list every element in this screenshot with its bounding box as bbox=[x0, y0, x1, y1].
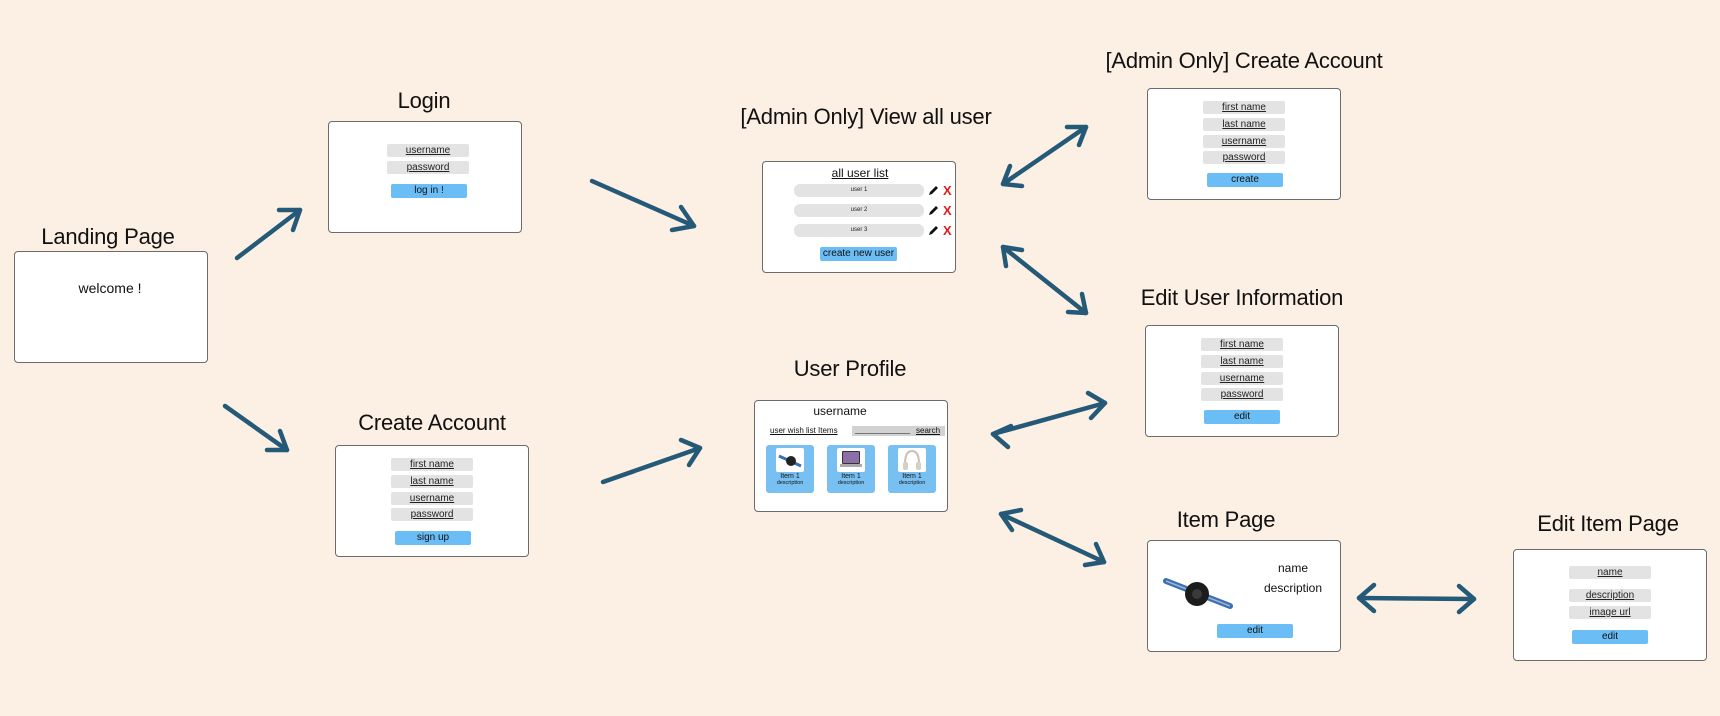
item-page-title: Item Page bbox=[1176, 507, 1276, 532]
item-name: Item 1 bbox=[780, 473, 800, 480]
last-name-field[interactable]: last name bbox=[1201, 355, 1283, 368]
first-name-field[interactable]: first name bbox=[1201, 338, 1283, 351]
arrow-landing-to-create bbox=[222, 403, 290, 453]
item-desc: description bbox=[898, 480, 926, 486]
all-user-list-title: all user list bbox=[831, 166, 889, 180]
create-account-title: Create Account bbox=[358, 410, 506, 435]
login-frame: username password log in ! bbox=[328, 121, 522, 233]
username-field[interactable]: username bbox=[1201, 372, 1283, 385]
profile-frame: username user wish list Items search Ite… bbox=[754, 400, 948, 512]
user-row-1[interactable]: user 1 bbox=[794, 184, 924, 197]
item-page-frame: name description edit bbox=[1147, 540, 1341, 652]
headphones-icon bbox=[898, 448, 926, 472]
last-name-field[interactable]: last name bbox=[1203, 118, 1285, 131]
admin-create-title: [Admin Only] Create Account bbox=[1105, 48, 1383, 73]
user-row-3[interactable]: user 3 bbox=[794, 224, 924, 237]
delete-icon[interactable]: X bbox=[943, 183, 952, 198]
pencil-icon[interactable] bbox=[928, 184, 940, 196]
sign-up-button[interactable]: sign up bbox=[395, 531, 471, 545]
search-input[interactable] bbox=[852, 426, 945, 436]
login-button[interactable]: log in ! bbox=[391, 184, 467, 198]
pencil-icon[interactable] bbox=[928, 224, 940, 236]
item-desc: description bbox=[837, 480, 865, 486]
login-title: Login bbox=[397, 88, 451, 113]
search-button[interactable]: search bbox=[916, 426, 941, 435]
name-field[interactable]: name bbox=[1569, 566, 1651, 579]
edit-button[interactable]: edit bbox=[1572, 630, 1648, 644]
create-new-user-button[interactable]: create new user bbox=[820, 247, 897, 261]
item-name: Item 1 bbox=[841, 473, 861, 480]
first-name-field[interactable]: first name bbox=[391, 458, 473, 471]
password-field[interactable]: password bbox=[1201, 388, 1283, 401]
edit-item-title: Edit Item Page bbox=[1537, 511, 1679, 536]
edit-button[interactable]: edit bbox=[1204, 410, 1280, 424]
hoverboard-icon bbox=[1163, 566, 1233, 616]
edit-button[interactable]: edit bbox=[1217, 624, 1293, 638]
view-all-frame: all user list user 1 X user 2 X user 3 X… bbox=[762, 161, 956, 273]
password-field[interactable]: password bbox=[391, 508, 473, 521]
pencil-icon[interactable] bbox=[928, 204, 940, 216]
password-field[interactable]: password bbox=[1203, 151, 1285, 164]
password-field[interactable]: password bbox=[387, 161, 469, 174]
username-field[interactable]: username bbox=[391, 492, 473, 505]
description-field[interactable]: description bbox=[1569, 589, 1651, 602]
arrow-viewall-edituser bbox=[1000, 244, 1089, 316]
wish-list-label: user wish list Items bbox=[770, 426, 838, 435]
create-account-frame: first name last name username password s… bbox=[335, 445, 529, 557]
wish-item-card[interactable]: Item 1 description bbox=[766, 445, 814, 493]
username-field[interactable]: username bbox=[1203, 135, 1285, 148]
arrow-create-to-profile bbox=[600, 437, 703, 485]
arrow-landing-to-login bbox=[234, 207, 303, 261]
arrow-profile-edituser bbox=[990, 390, 1108, 450]
item-desc: description bbox=[776, 480, 804, 486]
view-all-title: [Admin Only] View all user bbox=[740, 104, 992, 129]
edit-user-frame: first name last name username password e… bbox=[1145, 325, 1339, 437]
admin-create-frame: first name last name username password c… bbox=[1147, 88, 1341, 200]
create-button[interactable]: create bbox=[1207, 173, 1283, 187]
image-url-field[interactable]: image url bbox=[1569, 606, 1651, 619]
item-name: name bbox=[1277, 561, 1309, 575]
arrow-profile-itempage bbox=[998, 507, 1107, 568]
profile-title: User Profile bbox=[793, 356, 907, 381]
edit-user-title: Edit User Information bbox=[1140, 285, 1344, 310]
item-name: Item 1 bbox=[902, 473, 922, 480]
arrow-itempage-edititem bbox=[1356, 582, 1477, 615]
hoverboard-icon bbox=[776, 448, 804, 472]
landing-frame: welcome ! bbox=[14, 251, 208, 363]
laptop-icon bbox=[837, 448, 865, 472]
first-name-field[interactable]: first name bbox=[1203, 101, 1285, 114]
wish-item-card[interactable]: Item 1 description bbox=[888, 445, 936, 493]
last-name-field[interactable]: last name bbox=[391, 475, 473, 488]
arrow-viewall-admincreate bbox=[1000, 124, 1089, 189]
profile-username: username bbox=[813, 404, 867, 418]
wish-item-card[interactable]: Item 1 description bbox=[827, 445, 875, 493]
edit-item-frame: name description image url edit bbox=[1513, 549, 1707, 661]
user-row-2[interactable]: user 2 bbox=[794, 204, 924, 217]
delete-icon[interactable]: X bbox=[943, 203, 952, 218]
arrow-login-to-viewall bbox=[589, 178, 697, 233]
delete-icon[interactable]: X bbox=[943, 223, 952, 238]
landing-title: Landing Page bbox=[41, 224, 175, 249]
welcome-text: welcome ! bbox=[78, 280, 142, 296]
username-field[interactable]: username bbox=[387, 144, 469, 157]
item-description: description bbox=[1263, 581, 1323, 595]
